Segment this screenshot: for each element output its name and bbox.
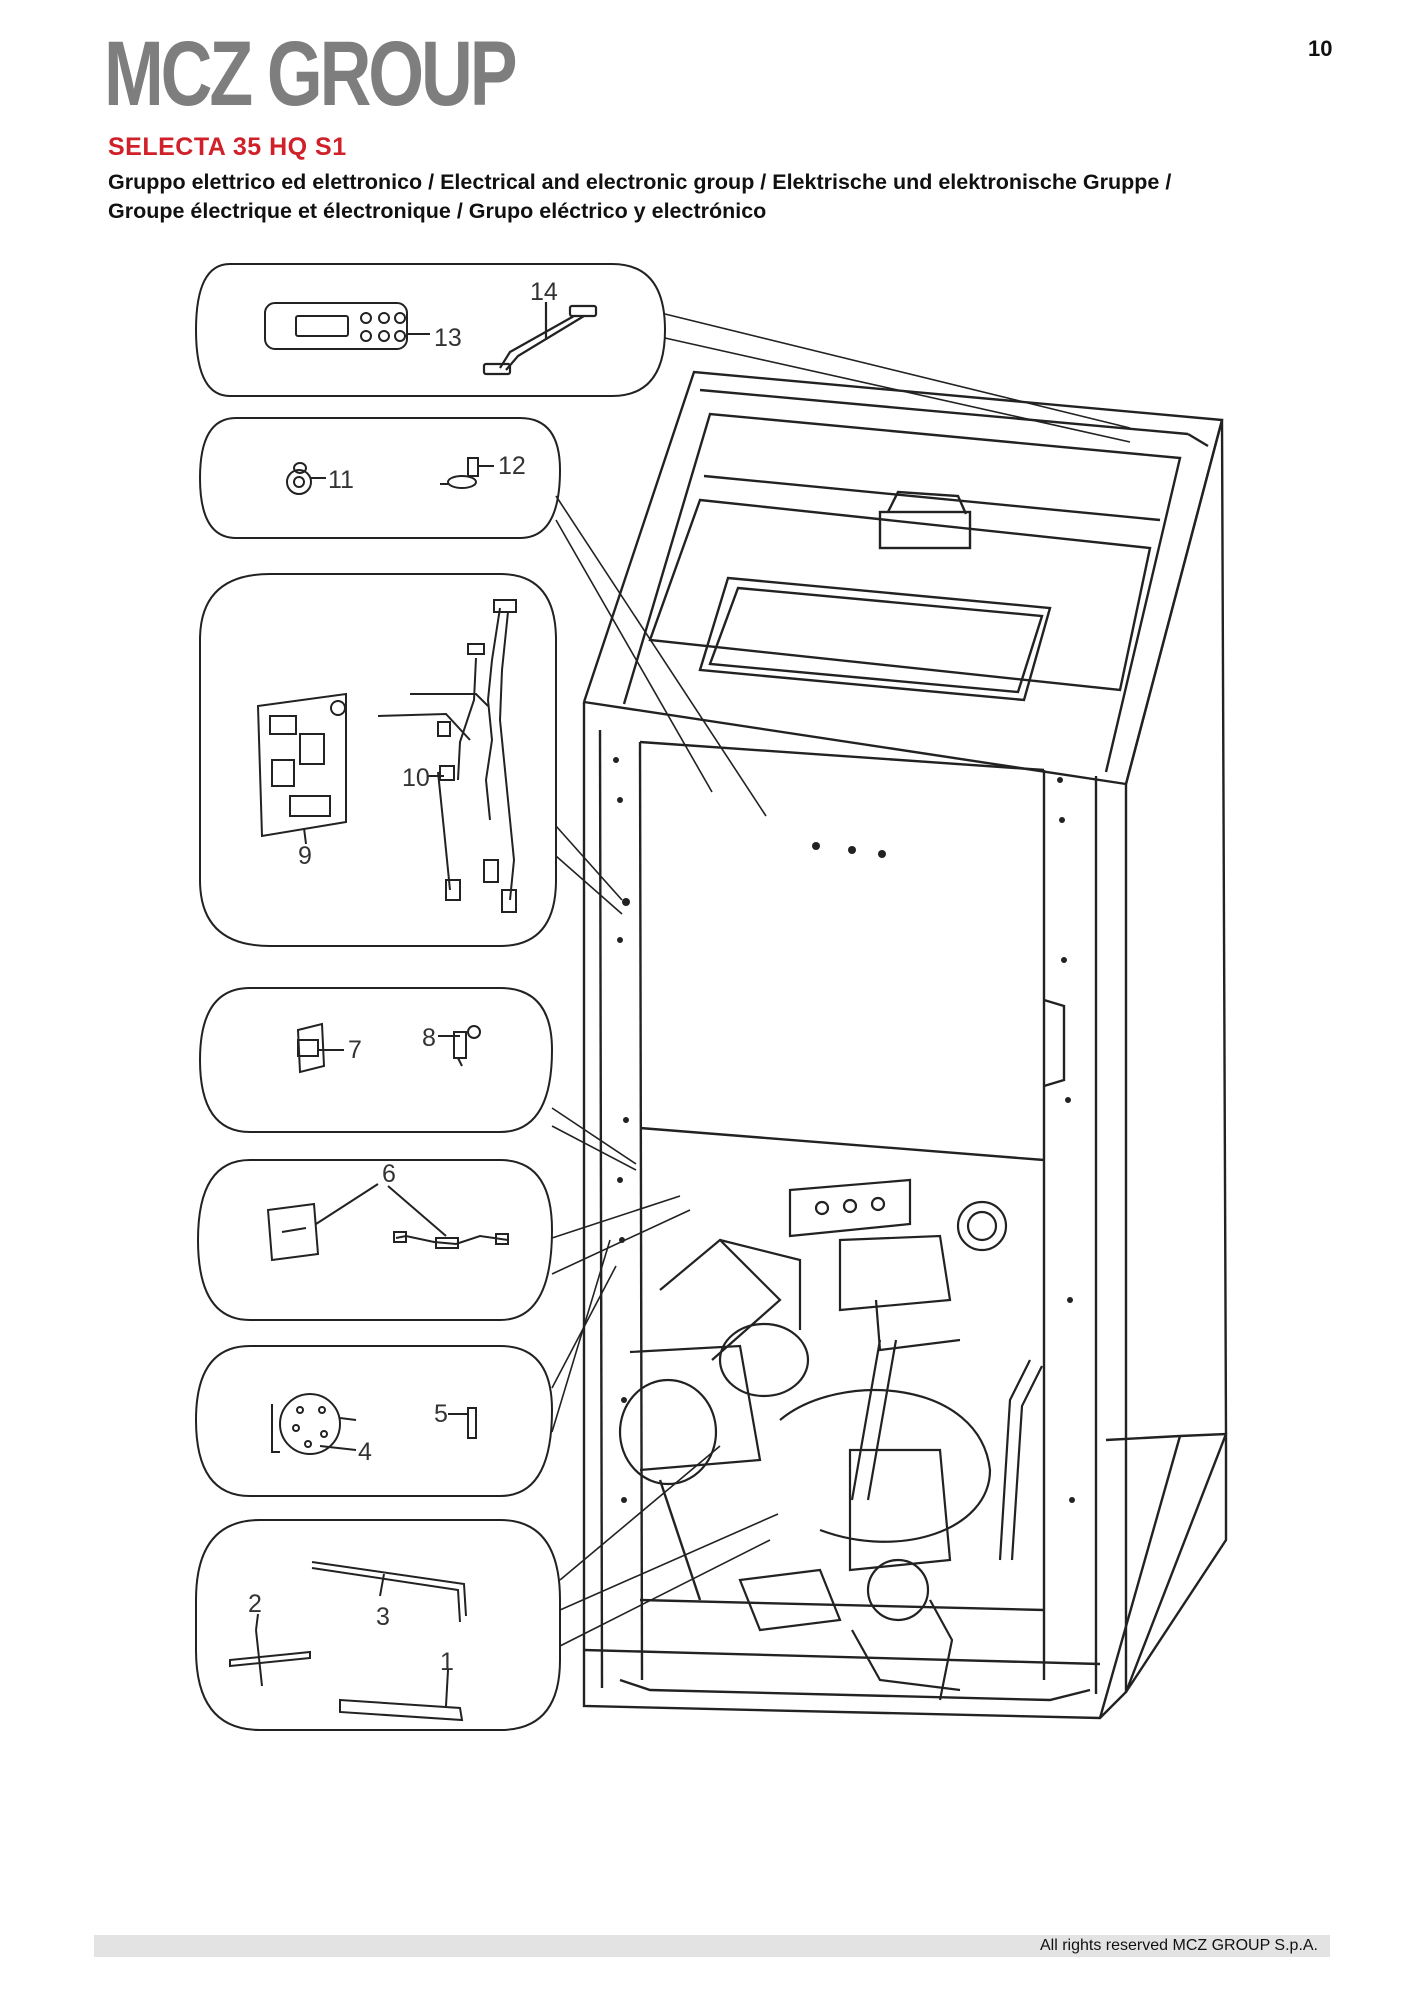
callout-2: 2 bbox=[248, 1590, 262, 1618]
callout-5: 5 bbox=[434, 1400, 448, 1428]
wiring-harness-part bbox=[377, 599, 517, 913]
sensor-part-12 bbox=[440, 457, 494, 489]
frame-holes bbox=[613, 757, 1075, 1503]
callout-7: 7 bbox=[348, 1036, 362, 1064]
rod-part-1 bbox=[339, 1669, 464, 1722]
part-box-4-5 bbox=[194, 1345, 554, 1497]
part-box-11-12 bbox=[198, 417, 562, 539]
part-box-6 bbox=[196, 1159, 554, 1321]
rod-part-3 bbox=[311, 1561, 467, 1623]
part-box-13-14 bbox=[194, 263, 667, 397]
switch-part-7 bbox=[296, 1022, 344, 1074]
fan-and-pump-assembly bbox=[618, 1178, 1043, 1701]
subtitle-line-1: Gruppo elettrico ed elettronico / Electr… bbox=[108, 170, 1172, 194]
callout-9: 9 bbox=[298, 842, 312, 870]
footer-bar bbox=[94, 1935, 1330, 1957]
sensor-part-11 bbox=[286, 462, 326, 495]
page-number: 10 bbox=[1308, 36, 1333, 61]
part-box-1-2-3 bbox=[195, 1519, 561, 1731]
callout-1: 1 bbox=[440, 1648, 454, 1676]
module-part-6 bbox=[266, 1183, 509, 1262]
subtitle-line-2: Groupe électrique et électronique / Grup… bbox=[108, 199, 767, 223]
electronic-board-part bbox=[256, 692, 347, 845]
callout-12: 12 bbox=[498, 452, 526, 480]
part-box-7-8 bbox=[198, 987, 554, 1133]
callout-4: 4 bbox=[358, 1438, 372, 1466]
callout-6: 6 bbox=[382, 1160, 396, 1188]
control-panel-part bbox=[264, 302, 430, 350]
pressure-switch-part-4 bbox=[271, 1393, 357, 1455]
ribbon-cable-part bbox=[482, 302, 598, 376]
callout-labels: 1 2 3 4 5 6 7 8 9 10 11 12 13 14 bbox=[248, 278, 558, 1676]
callout-13: 13 bbox=[434, 324, 462, 352]
brand-logo: MCZ GROUP bbox=[104, 23, 518, 125]
bracket-part-2 bbox=[229, 1613, 311, 1687]
part-box-9-10 bbox=[199, 573, 557, 947]
callout-10: 10 bbox=[402, 764, 430, 792]
callout-14: 14 bbox=[530, 278, 558, 306]
pin-part-5 bbox=[448, 1407, 477, 1439]
sensor-part-8 bbox=[438, 1025, 481, 1067]
callout-11: 11 bbox=[328, 466, 354, 494]
copyright-text: All rights reserved MCZ GROUP S.p.A. bbox=[1040, 1937, 1318, 1954]
model-title: SELECTA 35 HQ S1 bbox=[108, 133, 347, 161]
callout-8: 8 bbox=[422, 1024, 436, 1052]
stove-frame bbox=[582, 370, 1228, 1720]
callout-3: 3 bbox=[376, 1603, 390, 1631]
